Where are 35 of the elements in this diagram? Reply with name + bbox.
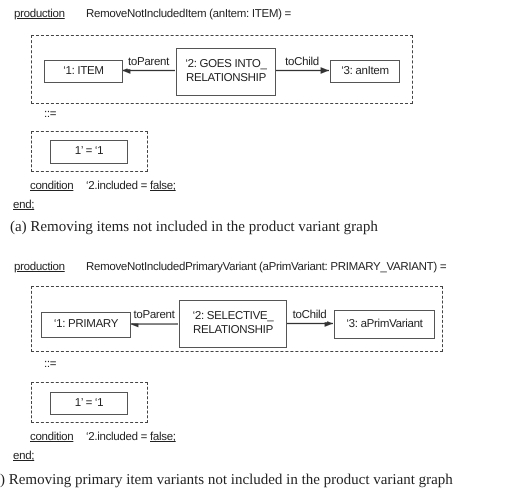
object-box: ‘2: SELECTIVE_ RELATIONSHIP [179, 300, 287, 348]
arrow [286, 320, 333, 327]
dashed-frame [31, 286, 443, 352]
code-text: ‘2.included = [86, 180, 147, 192]
object-box: ‘3: anItem [330, 60, 400, 83]
code-text: ::= [44, 108, 56, 120]
figure-caption: (a) Removing items not included in the product variant graph [10, 219, 378, 236]
object-box: ‘1: ITEM [44, 60, 123, 83]
keyword: end; [13, 199, 34, 211]
edge-label: toChild [292, 308, 328, 322]
keyword: false; [150, 431, 176, 443]
figure-caption: ) Removing primary item variants not included in the product variant graph [0, 472, 453, 489]
object-box: ‘2: GOES INTO_ RELATIONSHIP [176, 48, 276, 96]
keyword: condition [30, 431, 74, 443]
dashed-frame [31, 382, 148, 423]
object-box: ‘1: PRIMARY [41, 312, 131, 338]
code-text: RemoveNotIncludedPrimaryVariant (aPrimVariant: PRIMARY_VARIANT) = [86, 261, 446, 273]
code-text: ‘2.included = [86, 431, 147, 443]
object-box: 1’ = ‘1 [50, 140, 128, 164]
keyword: condition [30, 180, 74, 192]
keyword: production [14, 8, 65, 20]
dashed-frame [31, 35, 413, 104]
arrow [275, 67, 329, 74]
dashed-frame [31, 131, 148, 172]
keyword: end; [13, 450, 34, 462]
keyword: false; [150, 180, 176, 192]
object-box: ‘3: aPrimVariant [334, 310, 435, 339]
arrow [130, 320, 178, 328]
object-box: 1’ = ‘1 [50, 392, 128, 415]
arrow [122, 67, 175, 74]
code-text: ::= [44, 358, 56, 370]
edge-label: toParent [132, 309, 176, 323]
keyword: production [14, 261, 65, 273]
edge-label: toParent [126, 56, 170, 70]
code-text: RemoveNotIncludedItem (anItem: ITEM) = [86, 8, 291, 20]
